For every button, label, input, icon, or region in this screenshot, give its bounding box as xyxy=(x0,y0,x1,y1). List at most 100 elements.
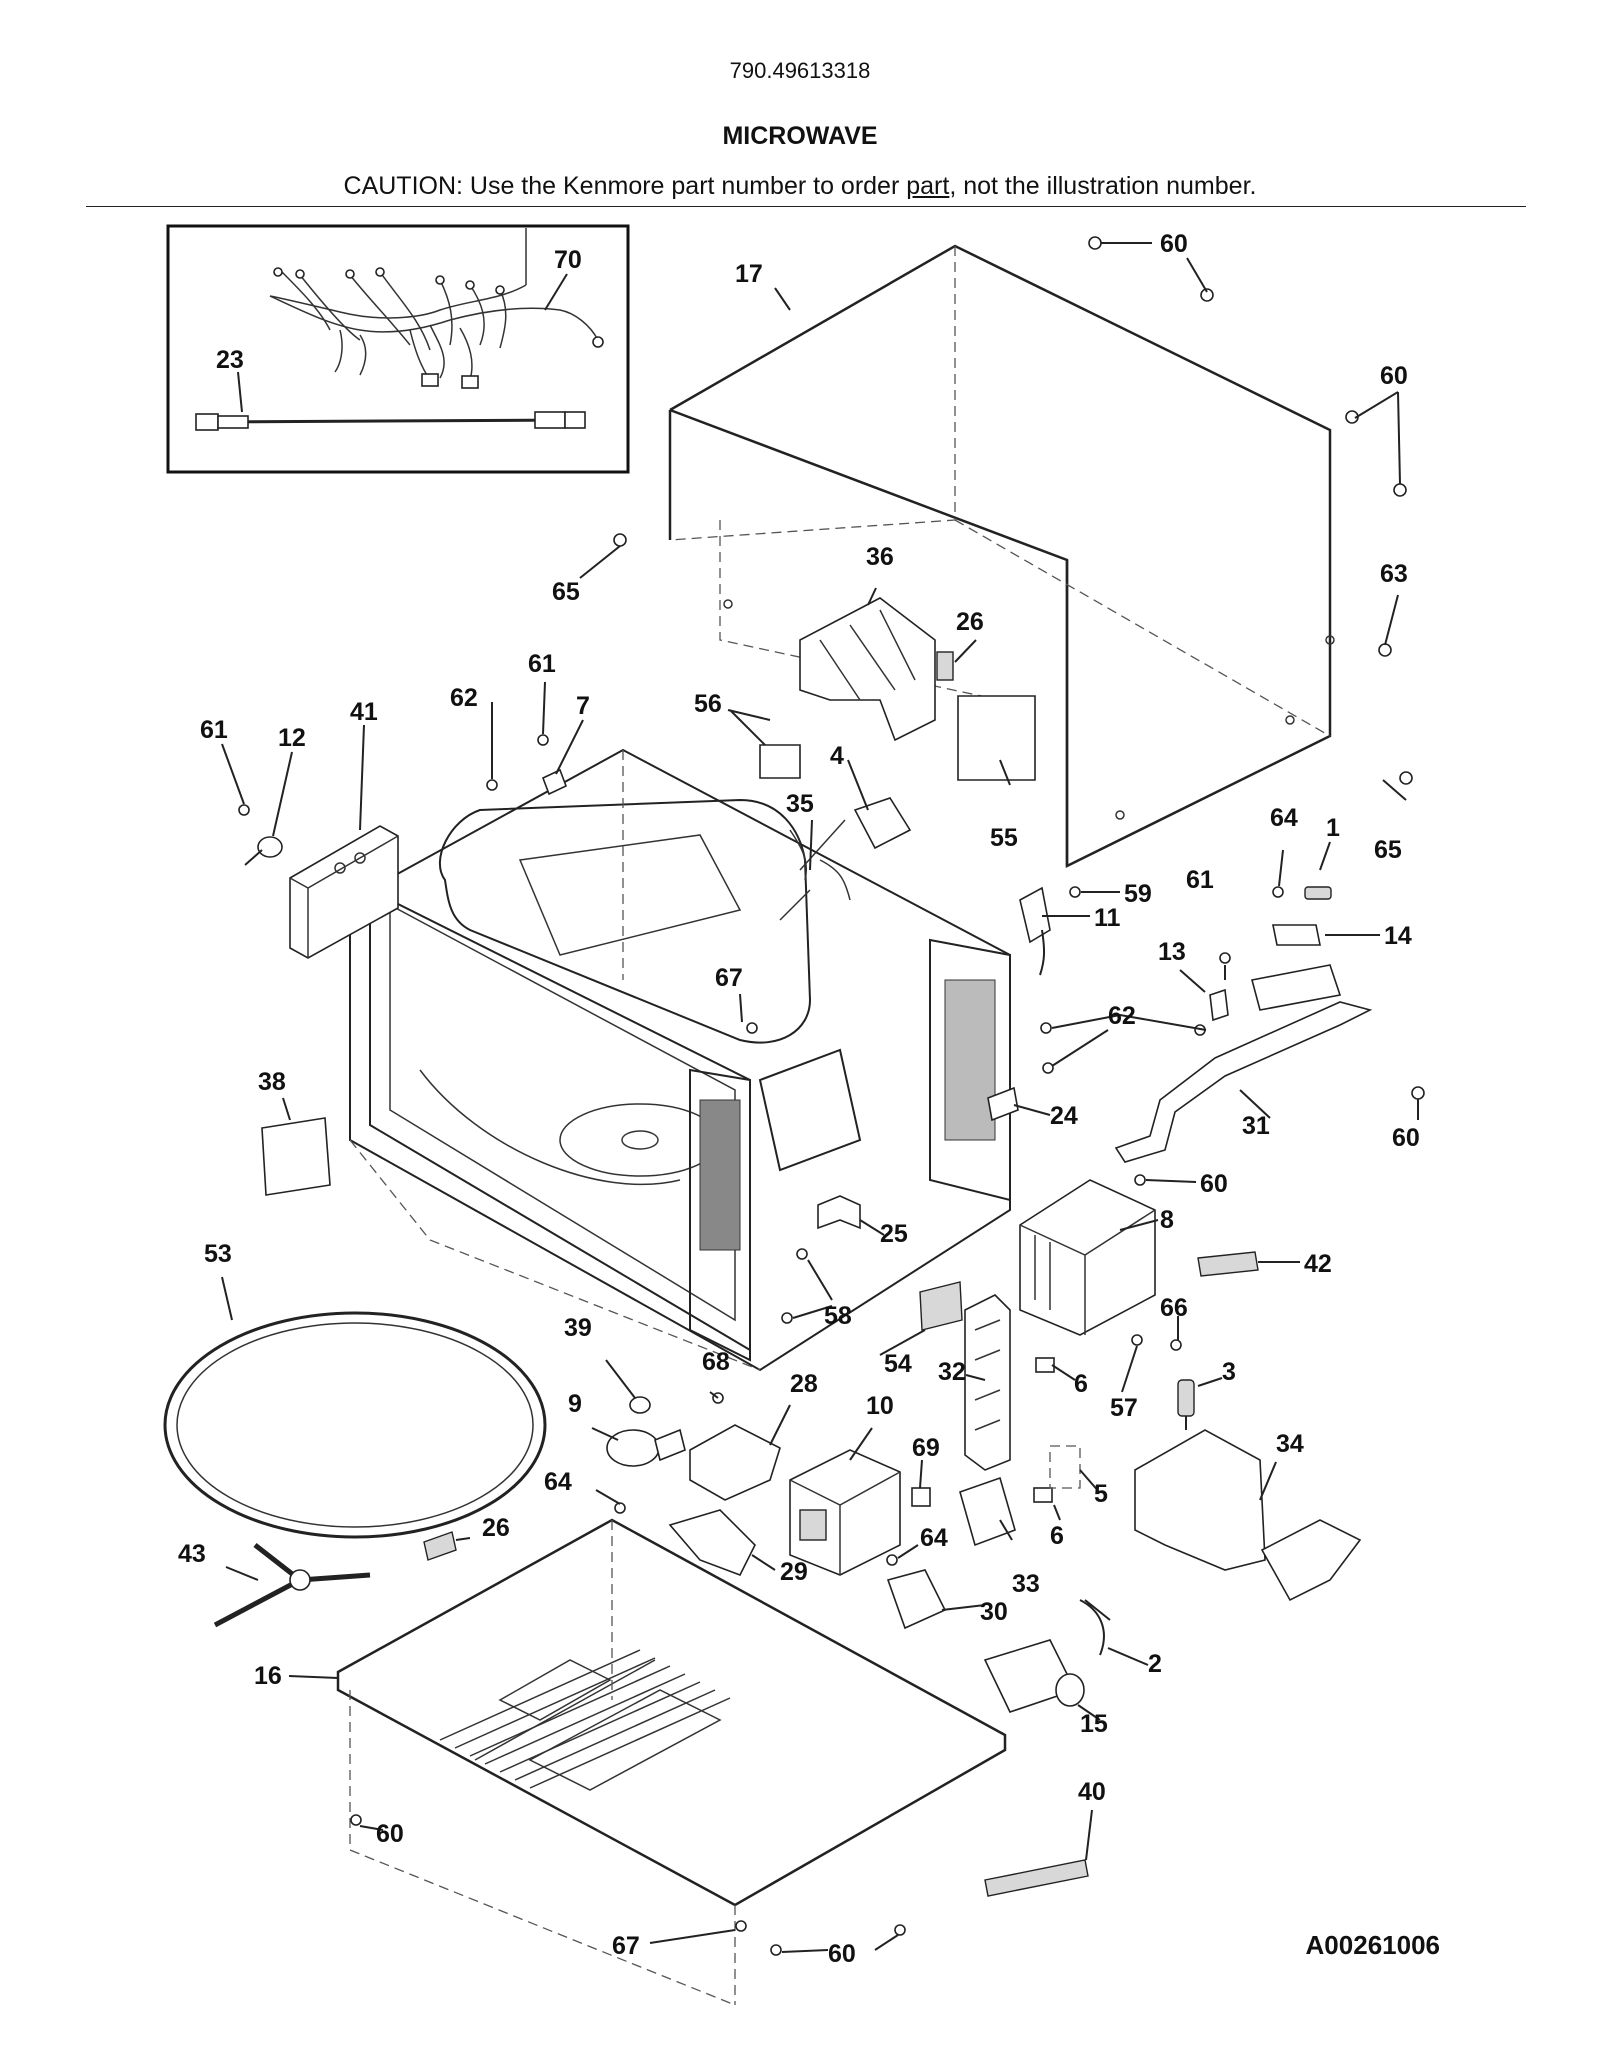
capacitor-bracket xyxy=(886,1569,947,1630)
callout-label: 12 xyxy=(278,724,306,752)
motor-bracket xyxy=(668,1509,756,1577)
callout-label: 64 xyxy=(1270,804,1298,832)
callout-label: 3 xyxy=(1222,1358,1236,1386)
callout-label: 62 xyxy=(1108,1002,1136,1030)
thermostat xyxy=(244,836,283,866)
callout-label: 69 xyxy=(912,1434,940,1462)
callout-label: 42 xyxy=(1304,1250,1332,1278)
air-guide xyxy=(1134,1429,1266,1571)
transformer xyxy=(1019,1179,1156,1336)
callout-label: 8 xyxy=(1160,1206,1174,1234)
callout-label: 70 xyxy=(554,246,582,274)
caution-note: CAUTION: Use the Kenmore part number to … xyxy=(0,172,1600,201)
drawing-code: A00261006 xyxy=(1305,1930,1440,1960)
callout-label: 56 xyxy=(694,690,722,718)
insulation-strip xyxy=(1197,1251,1259,1277)
callout-label: 30 xyxy=(980,1598,1008,1626)
label-55 xyxy=(957,695,1036,781)
label-56 xyxy=(759,744,801,779)
magnetron xyxy=(789,1449,901,1576)
callout-label: 23 xyxy=(216,346,244,374)
callout-label: 57 xyxy=(1110,1394,1138,1422)
callout-label: 65 xyxy=(552,578,580,606)
callout-label: 31 xyxy=(1242,1112,1270,1140)
callout-label: 68 xyxy=(702,1348,730,1376)
label-38 xyxy=(261,1117,331,1196)
sensor xyxy=(987,1086,1019,1122)
air-guide-flap xyxy=(1260,1519,1362,1602)
leader-lines xyxy=(221,242,1419,1953)
spacer-block-top xyxy=(936,651,954,681)
high-voltage-capacitor xyxy=(983,1639,1085,1713)
control-bracket xyxy=(289,825,399,959)
turntable-motor xyxy=(606,1428,686,1467)
callout-label: 55 xyxy=(990,824,1018,852)
latch-bracket xyxy=(1209,988,1229,1022)
callout-label: 40 xyxy=(1078,1778,1106,1806)
callout-label: 39 xyxy=(564,1314,592,1342)
callout-label: 61 xyxy=(200,716,228,744)
fan-motor xyxy=(779,797,912,921)
callout-label: 64 xyxy=(920,1524,948,1552)
gasket xyxy=(911,1487,931,1507)
callout-label: 2 xyxy=(1148,1650,1162,1678)
rail-bracket xyxy=(1251,964,1342,1011)
cavity-rail xyxy=(1114,1001,1373,1163)
callout-label: 60 xyxy=(828,1940,856,1968)
callout-label: 4 xyxy=(830,742,844,770)
caution-text-start: CAUTION: Use the Kenmore part number to … xyxy=(343,172,907,200)
control-board xyxy=(689,1424,781,1501)
callout-label: 60 xyxy=(1380,362,1408,390)
callout-label: 24 xyxy=(1050,1102,1078,1130)
callout-label: 59 xyxy=(1124,880,1152,908)
callout-label: 61 xyxy=(1186,866,1214,894)
door-switch-lower xyxy=(1033,1487,1053,1503)
oven-cavity-chassis xyxy=(349,748,1011,1372)
caution-text-end: , not the illustration number. xyxy=(949,172,1257,200)
callout-label: 53 xyxy=(204,1240,232,1268)
callout-label: 15 xyxy=(1080,1710,1108,1738)
callout-label: 16 xyxy=(254,1662,282,1690)
fuse-board xyxy=(1272,924,1321,946)
door-switch-upper xyxy=(1035,1357,1055,1373)
callout-label: 6 xyxy=(1074,1370,1088,1398)
callout-label: 25 xyxy=(880,1220,908,1248)
diode xyxy=(1177,1379,1195,1430)
callout-label: 10 xyxy=(866,1392,894,1420)
label-25 xyxy=(817,1195,861,1230)
callout-label: 6 xyxy=(1050,1522,1064,1550)
washer xyxy=(629,1396,651,1414)
callout-label: 58 xyxy=(824,1302,852,1330)
mount-bracket xyxy=(541,768,568,796)
callout-label: 63 xyxy=(1380,560,1408,588)
callout-label: 13 xyxy=(1158,938,1186,966)
fuse xyxy=(1304,886,1332,900)
fuse-holder xyxy=(959,1476,1016,1547)
callout-label: 26 xyxy=(482,1514,510,1542)
model-number: 790.49613318 xyxy=(729,58,871,83)
callout-label: 1 xyxy=(1326,814,1340,842)
callout-label: 14 xyxy=(1384,922,1412,950)
callout-label: 61 xyxy=(528,650,556,678)
callout-label: 60 xyxy=(1200,1170,1228,1198)
label-54 xyxy=(919,1281,963,1331)
callout-label: 60 xyxy=(1160,230,1188,258)
caution-part-link[interactable]: part xyxy=(906,172,950,200)
monitor-switch xyxy=(1049,1445,1081,1489)
callout-label: 67 xyxy=(612,1932,640,1960)
callout-label: 26 xyxy=(956,608,984,636)
callout-label: 33 xyxy=(1012,1570,1040,1598)
header-divider xyxy=(86,206,1526,207)
callout-label: 35 xyxy=(786,790,814,818)
callout-labels: 60 17 70 23 60 65 63 36 26 61 41 62 61 7… xyxy=(178,230,1420,1968)
trim-strip xyxy=(984,1859,1089,1897)
callout-label: 60 xyxy=(376,1820,404,1848)
callout-label: 28 xyxy=(790,1370,818,1398)
callout-label: 7 xyxy=(576,692,590,720)
callout-label: 17 xyxy=(735,260,763,288)
wiring-harness-inset xyxy=(166,224,630,474)
callout-label: 66 xyxy=(1160,1294,1188,1322)
callout-label: 60 xyxy=(1392,1124,1420,1152)
callout-label: 32 xyxy=(938,1358,966,1386)
